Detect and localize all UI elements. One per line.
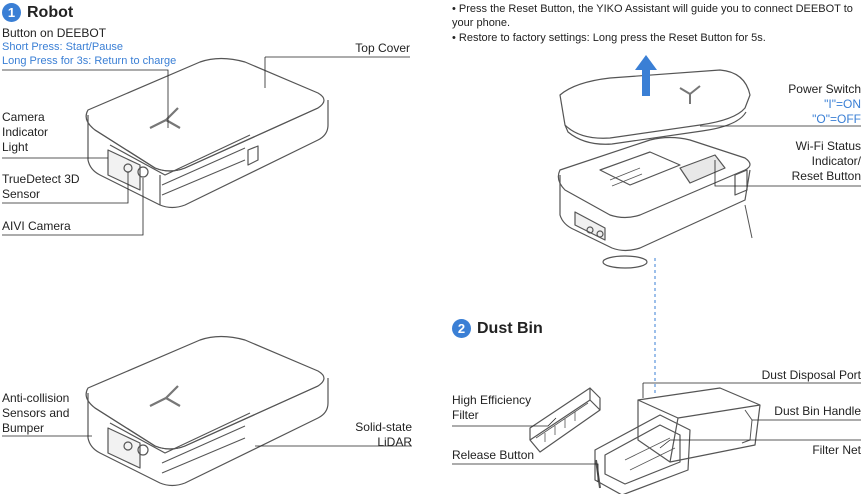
dust-bin-handle-label: Dust Bin Handle: [774, 404, 861, 418]
dust-bin-illustration: [637, 387, 761, 463]
section-title: Robot: [27, 3, 74, 21]
robot-button-label: Button on DEEBOT: [2, 26, 107, 40]
hepa-filter-illustration: [529, 387, 601, 453]
filter-net-illustration: [594, 414, 691, 494]
robot-bottom-illustration: [85, 335, 329, 487]
aivi-camera-label: AIVI Camera: [2, 219, 71, 233]
hepa-filter-label: High Efficiency Filter: [452, 393, 532, 422]
dust-disposal-port-label: Dust Disposal Port: [761, 368, 861, 382]
section-number-badge: 1: [2, 3, 21, 22]
top-cover-illustration: [559, 69, 751, 145]
section-number-badge: 2: [452, 319, 471, 338]
top-cover-label: Top Cover: [355, 41, 410, 55]
wifi-status-label: Wi-Fi Status Indicator/ Reset Button: [791, 139, 861, 183]
section-robot-heading: 1 Robot: [2, 3, 73, 22]
camera-indicator-light-label: Camera Indicator Light: [2, 110, 49, 154]
long-press-text: Long Press for 3s: Return to charge: [2, 55, 177, 67]
section-dustbin-heading: 2 Dust Bin: [452, 319, 543, 338]
note-factory-reset: • Restore to factory settings: Long pres…: [452, 32, 766, 44]
robot-top-illustration: [85, 57, 329, 209]
filter-net-label: Filter Net: [812, 443, 861, 457]
robot-open-illustration: [557, 136, 753, 269]
release-button-label: Release Button: [452, 448, 535, 462]
lift-arrow: [635, 55, 657, 96]
truedetect-sensor-label: TrueDetect 3D Sensor: [2, 172, 80, 201]
lidar-label: Solid-state LiDAR: [355, 420, 412, 449]
power-switch-label: Power Switch "I"=ON "O"=OFF: [788, 82, 861, 126]
section-title: Dust Bin: [477, 319, 543, 337]
anti-collision-label: Anti-collision Sensors and Bumper: [2, 391, 70, 435]
note-reset-button: • Press the Reset Button, the YIKO Assis…: [452, 3, 853, 29]
short-press-text: Short Press: Start/Pause: [2, 41, 124, 53]
